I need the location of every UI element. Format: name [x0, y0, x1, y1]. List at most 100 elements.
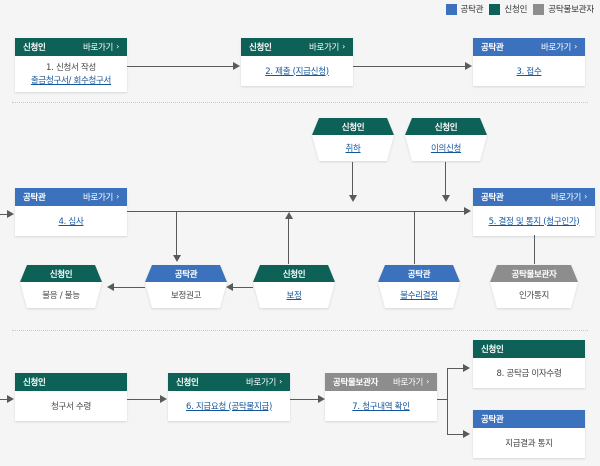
- node-step1-text: 1. 신청서 작성: [46, 63, 96, 73]
- node-step6-link[interactable]: 6. 지급요청 (공탁물지급): [185, 401, 273, 412]
- node-receipt: 신청인 청구서 수령: [15, 373, 127, 421]
- arrow-into-noncompliance: [107, 283, 114, 291]
- node-receipt-body: 청구서 수령: [15, 391, 127, 421]
- connector-into-step4: [0, 214, 10, 215]
- node-step3-link[interactable]: 3. 접수: [516, 66, 542, 77]
- chevron-right-icon: ›: [116, 192, 119, 201]
- node-step5-header: 공탁관 바로가기 ›: [473, 188, 595, 206]
- node-step5[interactable]: 공탁관 바로가기 › 5. 결정 및 통지 (청구인가): [473, 188, 595, 236]
- node-step1-header: 신청인 바로가기 ›: [15, 38, 127, 56]
- node-step7-link[interactable]: 7. 청구내역 확인: [352, 401, 410, 412]
- node-result-notice-body: 지급결과 통지: [473, 428, 585, 458]
- node-objection-link[interactable]: 이의신청: [430, 144, 462, 154]
- arrow-withdraw-down: [349, 195, 357, 202]
- node-objection[interactable]: 신청인 이의신청: [405, 118, 487, 161]
- node-step1-link[interactable]: 출금청구서/ 회수청구서: [30, 76, 112, 86]
- connector-step5-to-approval-notice: [534, 235, 535, 264]
- arrow-into-receipt: [7, 395, 14, 403]
- node-step2[interactable]: 신청인 바로가기 › 2. 제출 (지급신청): [241, 38, 353, 86]
- node-step6-header: 신청인 바로가기 ›: [168, 373, 290, 391]
- node-result-notice-header: 공탁관: [473, 410, 585, 428]
- connector-split-to-step8: [447, 368, 465, 369]
- node-step4-role: 공탁관: [23, 193, 46, 203]
- legend-label-gongtakgwan: 공탁관: [460, 5, 484, 15]
- legend: 공탁관 신청인 공탁물보관자: [445, 2, 594, 16]
- node-step1-goto[interactable]: 바로가기 ›: [83, 41, 119, 54]
- node-step3-goto[interactable]: 바로가기 ›: [541, 41, 577, 54]
- node-approval-notice-header: 공탁물보관자: [490, 265, 578, 282]
- arrow-into-result-notice: [463, 430, 470, 438]
- node-step8-body: 8. 공탁금 이자수령: [473, 358, 585, 388]
- node-correction-recommendation-text: 보정권고: [170, 291, 202, 301]
- node-step5-body: 5. 결정 및 통지 (청구인가): [473, 206, 595, 236]
- connector-into-receipt: [0, 399, 10, 400]
- node-step7-goto-label: 바로가기: [393, 378, 424, 388]
- node-step1[interactable]: 신청인 바로가기 › 1. 신청서 작성 출금청구서/ 회수청구서: [15, 38, 127, 92]
- node-noncompliance-role: 신청인: [49, 269, 73, 280]
- node-step4-goto-label: 바로가기: [83, 193, 114, 203]
- node-step7-body: 7. 청구내역 확인: [325, 391, 437, 421]
- node-noncompliance-header: 신청인: [20, 265, 102, 282]
- node-rejection-header: 공탁관: [378, 265, 460, 282]
- node-step7-goto[interactable]: 바로가기 ›: [393, 376, 429, 389]
- node-step7[interactable]: 공탁물보관자 바로가기 › 7. 청구내역 확인: [325, 373, 437, 421]
- node-step4-goto[interactable]: 바로가기 ›: [83, 191, 119, 204]
- connector-spine-to-rejection: [414, 212, 415, 264]
- node-step6-goto[interactable]: 바로가기 ›: [246, 376, 282, 389]
- node-correction-role: 신청인: [282, 269, 306, 280]
- legend-item-gongtakgwan: 공탁관: [445, 3, 484, 15]
- arrow-into-step5: [464, 207, 471, 215]
- node-correction-recommendation-body: 보정권고: [145, 282, 227, 308]
- node-approval-notice-text: 인가통지: [518, 291, 550, 301]
- legend-item-sincheongin: 신청인: [489, 3, 527, 15]
- node-approval-notice-role: 공탁물보관자: [511, 269, 557, 280]
- node-step2-goto[interactable]: 바로가기 ›: [309, 41, 345, 54]
- node-step2-role: 신청인: [249, 43, 272, 53]
- node-step7-role: 공탁물보관자: [333, 378, 379, 388]
- node-result-notice-role: 공탁관: [481, 415, 504, 425]
- node-step2-link[interactable]: 2. 제출 (지급신청): [265, 66, 329, 77]
- node-noncompliance-text: 불응 / 불능: [42, 291, 80, 301]
- chevron-right-icon: ›: [116, 42, 119, 51]
- node-step1-role: 신청인: [23, 43, 46, 53]
- arrow-into-step8: [463, 364, 470, 372]
- node-step6[interactable]: 신청인 바로가기 › 6. 지급요청 (공탁물지급): [168, 373, 290, 421]
- node-step5-goto[interactable]: 바로가기 ›: [551, 191, 587, 204]
- node-receipt-text: 청구서 수령: [50, 401, 91, 412]
- node-step3-goto-label: 바로가기: [541, 43, 572, 53]
- node-step8-header: 신청인: [473, 340, 585, 358]
- legend-label-sincheongin: 신청인: [504, 5, 528, 15]
- node-step4-link[interactable]: 4. 심사: [58, 216, 84, 227]
- chevron-right-icon: ›: [574, 42, 577, 51]
- node-correction-link[interactable]: 보정: [286, 291, 302, 301]
- chevron-right-icon: ›: [279, 377, 282, 386]
- connector-spine-to-correction-rec: [176, 212, 177, 257]
- connector-correction-to-correction-rec: [231, 287, 253, 288]
- node-step7-header: 공탁물보관자 바로가기 ›: [325, 373, 437, 391]
- node-rejection-link[interactable]: 불수리결정: [400, 291, 438, 301]
- arrow-correction-up: [285, 212, 293, 219]
- connector-withdraw-down: [352, 162, 353, 197]
- chevron-right-icon: ›: [584, 192, 587, 201]
- node-withdraw-role: 신청인: [341, 122, 365, 133]
- node-correction[interactable]: 신청인 보정: [253, 265, 335, 308]
- node-step3[interactable]: 공탁관 바로가기 › 3. 접수: [473, 38, 585, 86]
- node-withdraw-link[interactable]: 취하: [345, 144, 361, 154]
- arrow-into-correction-rec: [173, 255, 181, 262]
- node-step8: 신청인 8. 공탁금 이자수령: [473, 340, 585, 388]
- connector-split-to-result-notice: [447, 434, 465, 435]
- node-step4-header: 공탁관 바로가기 ›: [15, 188, 127, 206]
- node-step3-body: 3. 접수: [473, 56, 585, 86]
- node-receipt-role: 신청인: [23, 378, 46, 388]
- node-correction-recommendation: 공탁관 보정권고: [145, 265, 227, 308]
- legend-label-gongtakmul: 공탁물보관자: [548, 5, 594, 15]
- node-correction-header: 신청인: [253, 265, 335, 282]
- node-withdraw[interactable]: 신청인 취하: [312, 118, 394, 161]
- node-rejection-role: 공탁관: [407, 269, 431, 280]
- node-rejection[interactable]: 공탁관 불수리결정: [378, 265, 460, 308]
- node-step5-link[interactable]: 5. 결정 및 통지 (청구인가): [488, 216, 580, 227]
- node-step4[interactable]: 공탁관 바로가기 › 4. 심사: [15, 188, 127, 236]
- node-correction-body: 보정: [253, 282, 335, 308]
- node-objection-role: 신청인: [434, 122, 458, 133]
- connector-step1-to-step2: [127, 66, 234, 67]
